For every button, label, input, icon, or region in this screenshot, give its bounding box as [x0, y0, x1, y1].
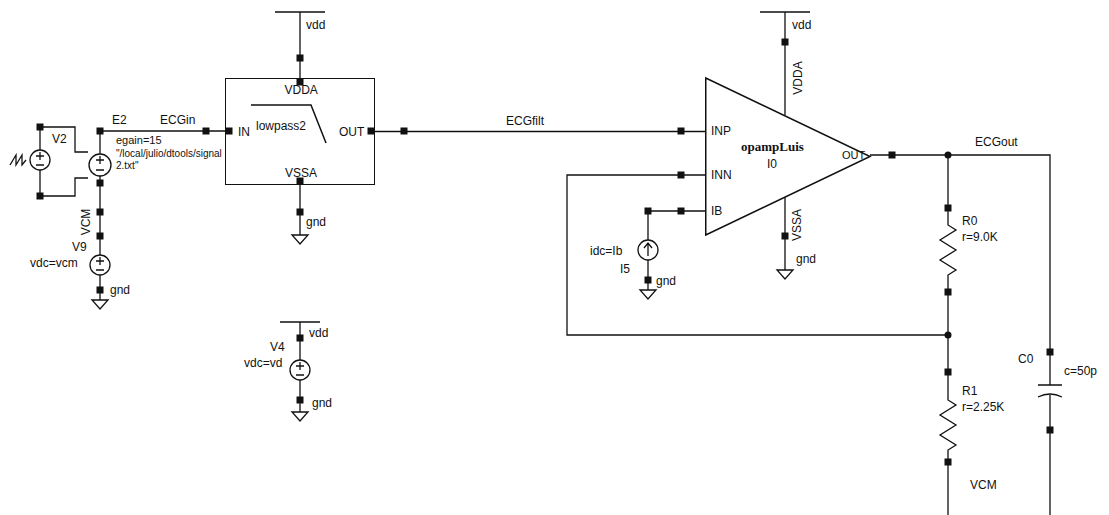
- pin-square: [297, 335, 304, 342]
- schematic-label: gnd: [796, 252, 816, 266]
- pin-square: [1047, 427, 1054, 434]
- schematic-label: vdd: [309, 326, 328, 340]
- schematic-label: vdc=vd: [244, 356, 282, 370]
- ground-symbol: [92, 275, 108, 309]
- ground-symbol: [292, 380, 308, 421]
- pin-name: OUT: [842, 149, 865, 162]
- schematic-label: V4: [270, 340, 285, 354]
- schematic-label: ECGout: [975, 135, 1018, 149]
- schematic-label: idc=Ib: [590, 244, 622, 258]
- pin-square: [97, 180, 104, 187]
- schematic-label: gnd: [312, 396, 332, 410]
- pin-square: [645, 277, 652, 284]
- pin-square: [889, 152, 896, 159]
- schematic-label: C0: [1018, 352, 1033, 366]
- junction-dot: [945, 152, 952, 159]
- schematic-label: E2: [112, 113, 127, 127]
- schematic-label: R1: [962, 384, 977, 398]
- pin-square: [297, 55, 304, 62]
- schematic-label: R0: [962, 214, 977, 228]
- block-name: lowpass2: [256, 119, 306, 133]
- pin-square: [945, 205, 952, 212]
- schematic-label: "/local/julio/dtools/signal2.txt": [116, 148, 224, 172]
- pin-square: [678, 208, 685, 215]
- bias-wire: [640, 211, 705, 299]
- voltage-source: [30, 150, 50, 170]
- junction-dot: [945, 332, 952, 339]
- pin-square: [97, 233, 104, 240]
- source-wire: [39, 127, 40, 196]
- pin-square: [782, 39, 789, 46]
- pin-square: [203, 128, 210, 135]
- pin-square: [782, 233, 789, 240]
- pin-square: [97, 209, 104, 216]
- schematic-label: V9: [72, 240, 87, 254]
- voltage-source: [290, 360, 310, 380]
- schematic-label: c=50p: [1064, 364, 1097, 378]
- sawtooth-symbol: [10, 155, 26, 165]
- pin-name: VSSA: [285, 166, 317, 180]
- pin-name: IN: [238, 125, 250, 139]
- pin-name: VDDA: [285, 83, 318, 97]
- pin-name: INP: [711, 124, 731, 138]
- pin-name: IB: [711, 204, 722, 218]
- amplifier-triangle: [706, 78, 870, 235]
- capacitor-symbol: [1038, 385, 1062, 397]
- schematic-label: VCM: [970, 478, 997, 492]
- lowpass-block: IN OUT VDDA VSSA lowpass2: [225, 78, 375, 185]
- net-name: ECGfilt: [506, 114, 544, 128]
- pin-square: [945, 369, 952, 376]
- schematic-label: vdc=vcm: [30, 256, 78, 270]
- pin-square: [97, 128, 104, 135]
- instance-cell: opampLuis: [741, 139, 804, 154]
- instance-name: I0: [767, 157, 777, 171]
- polarity-sign: [296, 362, 304, 375]
- pin-square: [97, 287, 104, 294]
- controlled-source: [89, 154, 111, 176]
- supply-wire: [275, 12, 325, 78]
- pin-name: OUT: [339, 125, 364, 139]
- polarity-sign: [96, 156, 104, 170]
- pin-name: VSSA: [790, 209, 804, 241]
- schematic-label: vdd: [306, 18, 325, 32]
- resistor-symbol: [940, 155, 956, 515]
- lowpass-curve: [251, 105, 326, 143]
- schematic-label: VCM: [79, 209, 93, 236]
- opamp-block: INP INN IB VDDA VSSA OUT opampLuisI0: [705, 40, 880, 270]
- current-arrow: [644, 243, 652, 256]
- pin-square: [945, 289, 952, 296]
- schematic-label: ECGin: [160, 113, 195, 127]
- feedback-wire: [567, 175, 948, 335]
- pin-square: [1047, 349, 1054, 356]
- schematic-label: gnd: [110, 283, 130, 297]
- polarity-sign: [36, 152, 44, 165]
- output-wire: [870, 155, 1050, 515]
- pin-square: [678, 172, 685, 179]
- ground-symbol: [292, 185, 308, 244]
- control-wire: [40, 127, 88, 196]
- schematic-label: I5: [620, 262, 630, 276]
- pin-name: INN: [711, 168, 732, 182]
- signal-wire: [375, 131, 705, 132]
- schematic-label: V2: [52, 132, 67, 146]
- pin-square: [37, 193, 44, 200]
- schematic-label: egain=15: [116, 134, 162, 147]
- schematic-label: r=2.25K: [962, 400, 1004, 414]
- schematic-label: r=9.0K: [962, 230, 998, 244]
- pin-square: [37, 124, 44, 131]
- schematic-label: vdd: [792, 18, 811, 32]
- schematic-label: gnd: [306, 215, 326, 229]
- pin-square: [945, 459, 952, 466]
- pin-square: [368, 128, 375, 135]
- voltage-source: [90, 255, 110, 275]
- polarity-sign: [96, 257, 104, 270]
- pin-square: [226, 128, 233, 135]
- pin-square: [297, 397, 304, 404]
- pin-square: [645, 208, 652, 215]
- current-source: [638, 240, 658, 260]
- pin-square: [297, 209, 304, 216]
- pin-name: VDDA: [790, 61, 804, 94]
- schematic-label: gnd: [656, 274, 676, 288]
